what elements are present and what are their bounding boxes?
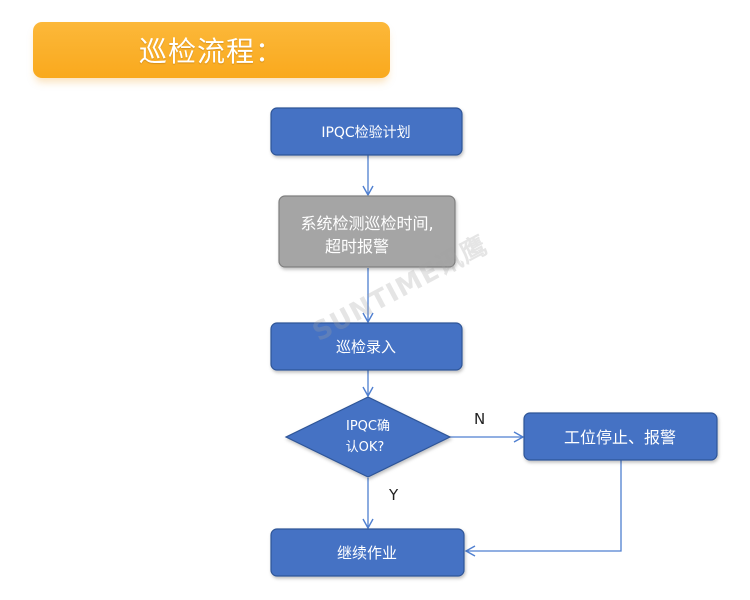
node-system-check-line2: 超时报警 [325,237,389,256]
arrow-stop-to-continue [464,460,622,557]
edge-label-yes: Y [388,486,399,504]
node-decision-line1: IPQC确 [346,419,390,434]
node-decision-line2: 认OK? [346,440,385,455]
edge-label-no: N [474,410,485,428]
title-banner: 巡检流程： [33,22,390,78]
node-stop: 工位停止、报警 [523,412,718,461]
node-plan-label: IPQC检验计划 [321,125,410,141]
node-system-check-line1: 系统检测巡检时间, [300,214,433,233]
connectors [362,155,622,557]
node-entry-label: 巡检录入 [336,338,396,356]
node-stop-label: 工位停止、报警 [564,428,676,447]
node-plan: IPQC检验计划 [270,107,463,156]
node-entry: 巡检录入 [270,322,463,371]
node-continue: 继续作业 [270,528,465,577]
page-title: 巡检流程： [138,35,284,68]
node-system-check: 系统检测巡检时间, 超时报警 [278,195,456,268]
node-continue-label: 继续作业 [337,544,397,562]
node-decision: IPQC确 认OK? [284,396,452,478]
